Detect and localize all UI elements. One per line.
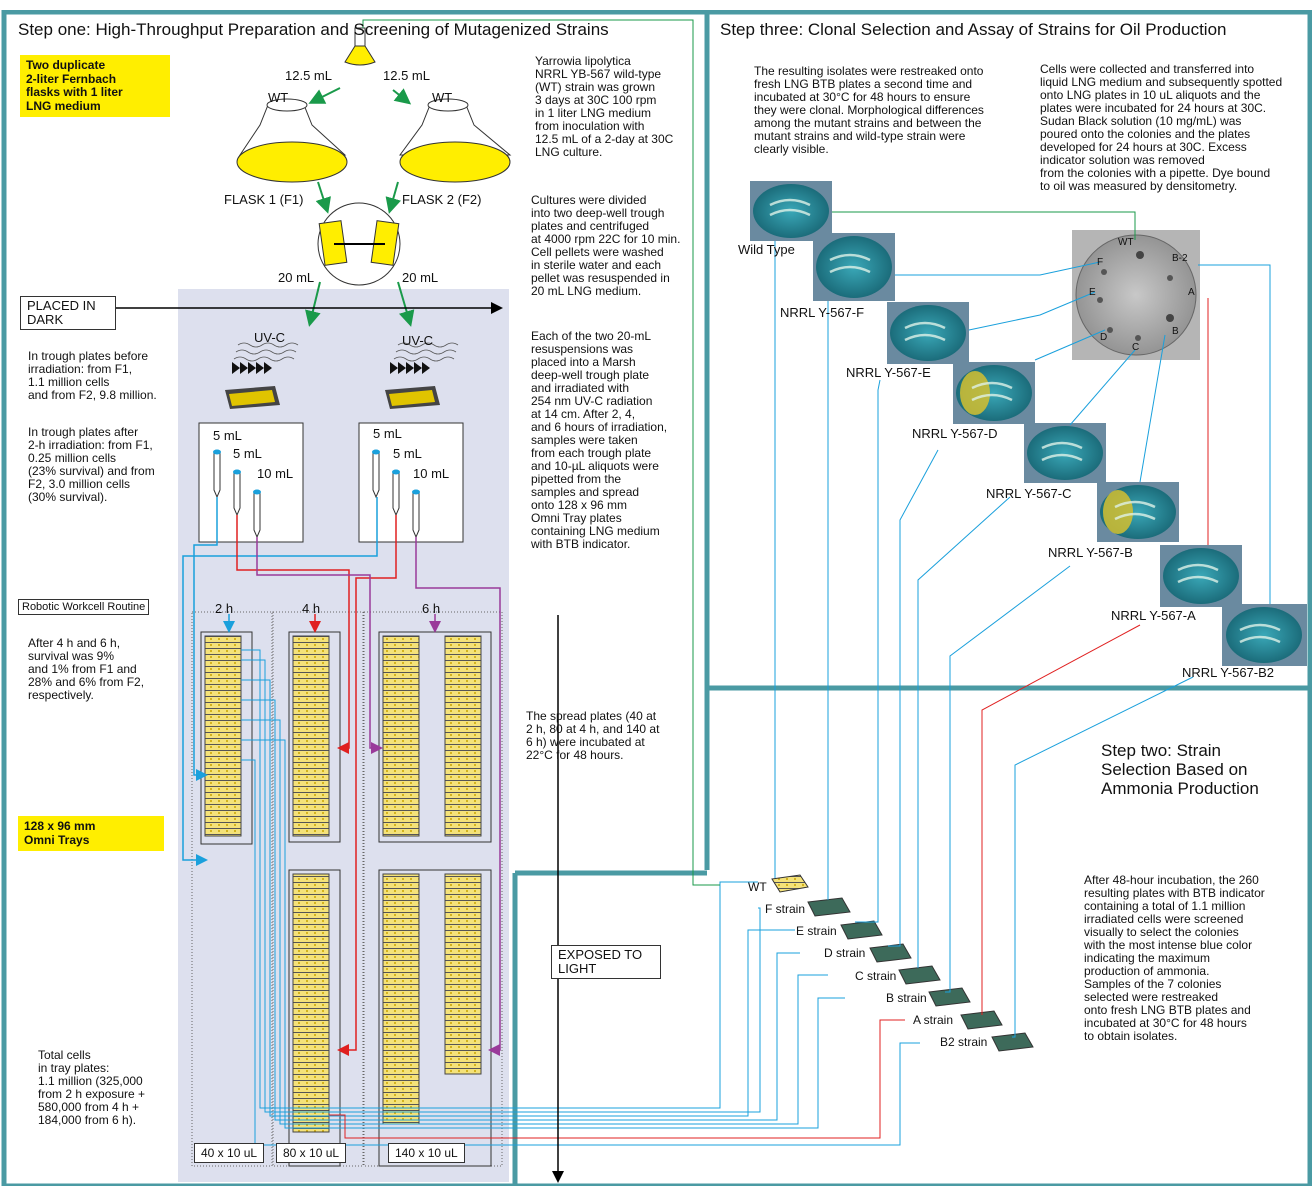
tube-5ml-a: 5 mL <box>213 428 242 443</box>
spot-d: D <box>1100 332 1107 343</box>
plate-label-a: NRRL Y-567-A <box>1111 608 1196 623</box>
plate-label-f: NRRL Y-567-F <box>780 305 864 320</box>
uvc-right-label: UV-C <box>402 333 433 348</box>
count-40-label: 40 x 10 uL <box>194 1143 264 1163</box>
survival-note: After 4 h and 6 h,survival was 9%and 1% … <box>28 637 144 702</box>
plate-label-e: NRRL Y-567-E <box>846 365 931 380</box>
plate-label-b2: NRRL Y-567-B2 <box>1182 665 1274 680</box>
wt-right-label: WT <box>432 90 452 105</box>
tube-5ml-b: 5 mL <box>233 446 262 461</box>
plate-label-wild-type: Wild Type <box>738 242 795 257</box>
restreak-note: The resulting isolates were restreaked o… <box>754 65 984 156</box>
spot-c: C <box>1132 342 1139 353</box>
time-2h-label: 2 h <box>215 601 233 616</box>
plate-label-b: NRRL Y-567-B <box>1048 545 1133 560</box>
strain-label-d: D strain <box>824 946 865 960</box>
spot-e: E <box>1089 287 1096 298</box>
volume-20ml-left: 20 mL <box>278 270 314 285</box>
volume-20ml-right: 20 mL <box>402 270 438 285</box>
flask-1-label: FLASK 1 (F1) <box>224 192 303 207</box>
time-4h-label: 4 h <box>302 601 320 616</box>
tube-5ml-d: 5 mL <box>393 446 422 461</box>
flask-2-label: FLASK 2 (F2) <box>402 192 481 207</box>
tube-10ml-a: 10 mL <box>257 466 293 481</box>
robotic-workcell-label: Robotic Workcell Routine <box>18 599 149 615</box>
trough-plate-left-icon <box>225 386 280 409</box>
sudan-black-note: Cells were collected and transferred int… <box>1040 63 1282 193</box>
spot-a: A <box>1188 287 1195 298</box>
centrifuge-icon <box>318 203 400 285</box>
strain-label-a: A strain <box>913 1013 953 1027</box>
strain-label-c: C strain <box>855 969 896 983</box>
strain-label-f: F strain <box>765 902 805 916</box>
count-140-label: 140 x 10 uL <box>388 1143 465 1163</box>
spot-b: B <box>1172 326 1179 337</box>
plate-label-d: NRRL Y-567-D <box>912 426 998 441</box>
step3-plates <box>750 181 1307 666</box>
step-one-title: Step one: High-Throughput Preparation an… <box>18 20 609 40</box>
spot-b2: B-2 <box>1172 253 1188 264</box>
trough-plate-right-icon <box>385 386 440 409</box>
wt-left-label: WT <box>268 90 288 105</box>
flask-2-icon <box>400 99 510 182</box>
step2-strain-plates <box>772 875 1033 1051</box>
tube-5ml-c: 5 mL <box>373 426 402 441</box>
count-80-label: 80 x 10 uL <box>276 1143 346 1163</box>
flask-1-icon <box>237 99 347 182</box>
spot-f: F <box>1097 257 1103 268</box>
volume-left: 12.5 mL <box>285 68 332 83</box>
strain-label-wt: WT <box>748 880 767 894</box>
time-6h-label: 6 h <box>422 601 440 616</box>
plate-label-c: NRRL Y-567-C <box>986 486 1072 501</box>
uvc-left-label: UV-C <box>254 330 285 345</box>
strain-label-e: E strain <box>796 924 837 938</box>
strain-label-b: B strain <box>886 991 927 1005</box>
spot-wt: WT <box>1118 237 1134 248</box>
volume-right: 12.5 mL <box>383 68 430 83</box>
step-three-title: Step three: Clonal Selection and Assay o… <box>720 20 1227 40</box>
strain-label-b2: B2 strain <box>940 1035 987 1049</box>
tube-10ml-b: 10 mL <box>413 466 449 481</box>
